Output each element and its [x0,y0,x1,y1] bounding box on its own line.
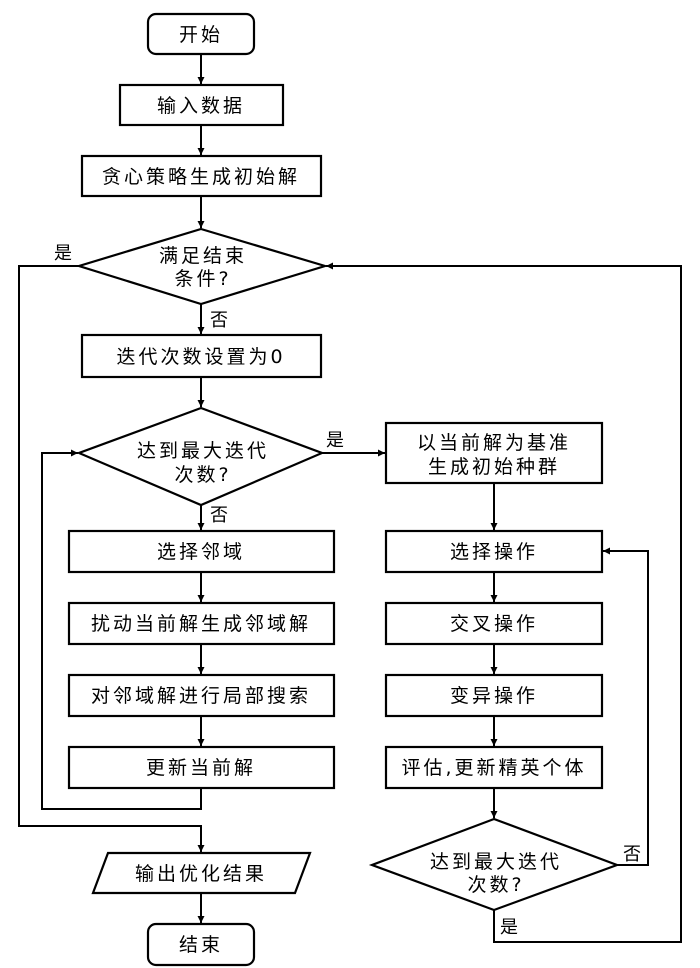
node-ga-init: 以当前解为基准 生成初始种群 [384,421,604,485]
reset-iter-label: 迭代次数设置为0 [116,346,285,368]
node-vns-step-1: 选择邻域 [67,529,336,574]
reset-iter-box [80,333,323,379]
vns-step-box [67,529,336,574]
input-label: 输入数据 [157,95,245,117]
greedy-init-label: 贪心策略生成初始解 [102,166,300,188]
node-end: 结束 [146,922,256,967]
greedy-init-box [80,154,323,198]
decision-vns-line2: 次数? [174,464,231,486]
arrow-vns-loop [41,449,202,810]
ga-step-box [384,601,604,646]
ga-step-label: 选择操作 [450,541,538,563]
ga-step-label: 交叉操作 [450,613,538,635]
vns-step-label: 更新当前解 [146,757,256,779]
ga-init-box [384,421,604,485]
arrow-ga-yes-loop [326,262,682,943]
end-terminal [146,922,256,967]
connectors [18,54,682,943]
start-label: 开始 [179,24,223,46]
input-box [118,83,285,127]
vns-step-label: 扰动当前解生成邻域解 [91,613,311,635]
decision-end-line2: 条件? [174,268,231,290]
node-reset-iter: 迭代次数设置为0 [80,333,323,379]
ga-step-label: 评估,更新精英个体 [401,757,586,779]
arrow-ga-no-loop [603,547,649,866]
ga-init-line2: 生成初始种群 [428,456,560,478]
node-decision-end: 满足结束 条件? [75,227,329,306]
vns-step-label: 对邻域解进行局部搜索 [91,685,311,707]
label-yes-vns: 是 [326,430,344,451]
node-input: 输入数据 [118,83,285,127]
node-vns-step-3: 对邻域解进行局部搜索 [67,673,336,718]
vns-step-label: 选择邻域 [157,541,245,563]
output-label: 输出优化结果 [135,863,267,885]
end-label: 结束 [179,934,223,956]
node-greedy-init: 贪心策略生成初始解 [80,154,323,198]
label-no-ga: 否 [623,844,641,865]
start-terminal [146,12,256,56]
node-ga-step-2: 交叉操作 [384,601,604,646]
node-vns-step-4: 更新当前解 [67,745,336,790]
decision-ga-line1: 达到最大迭代 [430,851,562,873]
decision-ga-line2: 次数? [467,874,524,896]
vns-step-box [67,601,336,646]
node-decision-vns: 达到最大迭代 次数? [76,406,325,507]
output-parallelogram [91,851,312,895]
ga-step-box [384,745,604,790]
node-vns-step-2: 扰动当前解生成邻域解 [67,601,336,646]
label-yes-end: 是 [54,243,72,264]
node-ga-step-4: 评估,更新精英个体 [384,745,604,790]
ga-step-box [384,673,604,718]
node-output: 输出优化结果 [91,851,312,895]
decision-end-line1: 满足结束 [159,245,247,267]
ga-step-box [384,529,604,574]
node-ga-step-1: 选择操作 [384,529,604,574]
label-yes-ga: 是 [500,917,518,938]
vns-step-box [67,745,336,790]
label-no-end: 否 [210,310,228,331]
node-decision-ga: 达到最大迭代 次数? [368,817,621,912]
node-start: 开始 [146,12,256,56]
arrow-decision-yes-to-output [18,265,205,852]
vns-step-box [67,673,336,718]
node-ga-step-3: 变异操作 [384,673,604,718]
decision-vns-diamond [76,406,325,507]
label-no-vns: 否 [210,505,228,526]
decision-vns-line1: 达到最大迭代 [137,440,269,462]
ga-init-line1: 以当前解为基准 [417,432,571,454]
ga-step-label: 变异操作 [450,685,538,707]
decision-end-diamond [75,227,329,306]
decision-ga-diamond [368,817,621,912]
